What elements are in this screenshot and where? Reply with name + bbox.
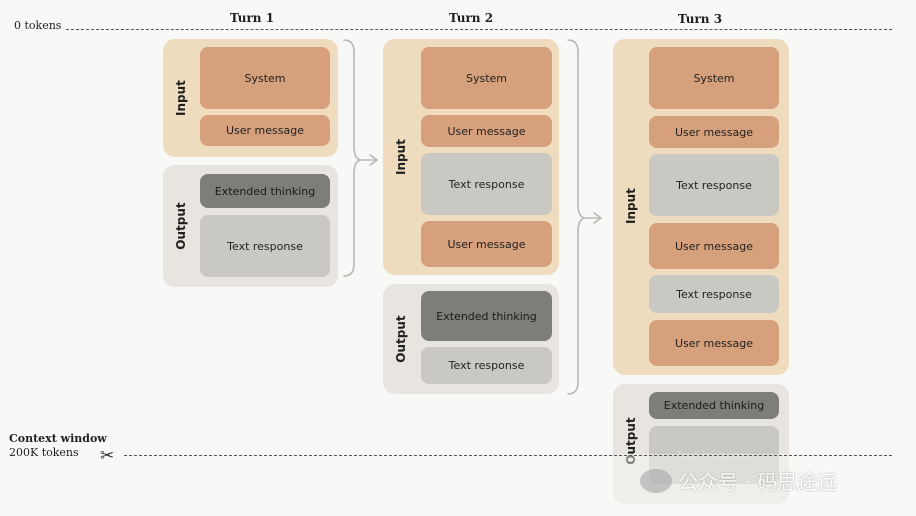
turn-3-title: Turn 3 [677, 12, 723, 26]
turn-3-user-message-block-1: User message [649, 116, 779, 148]
turn-2-bracket [567, 39, 587, 395]
context-window-line [124, 455, 892, 456]
turn-2-text-response-block-output: Text response [421, 347, 552, 384]
turn-2-extended-thinking-block: Extended thinking [421, 291, 552, 341]
turn-1-title: Turn 1 [229, 11, 275, 25]
watermark-text: 公众号 · 码思途远 [678, 470, 838, 494]
turn-2-title: Turn 2 [448, 11, 494, 25]
turn-2-system-block: System [421, 47, 552, 109]
turn-1-input-panel: Input System User message [163, 39, 338, 157]
turn-3-text-response-block-1: Text response [649, 154, 779, 216]
watermark: 公众号 · 码思途远 [640, 466, 837, 495]
turn-3-extended-thinking-block: Extended thinking [649, 392, 779, 419]
turn-1-user-message-block: User message [200, 115, 330, 146]
turn-3-user-message-block-2: User message [649, 223, 779, 269]
turn-3-system-block: System [649, 47, 779, 109]
zero-tokens-line [66, 29, 892, 30]
turn-1-arrow-head [369, 154, 379, 166]
turn-1-system-block: System [200, 47, 330, 109]
wechat-icon [640, 468, 672, 493]
turn-2-text-response-block: Text response [421, 153, 552, 215]
turn-1-bracket [343, 39, 363, 277]
turn-1-extended-thinking-block: Extended thinking [200, 174, 330, 208]
zero-tokens-label: 0 tokens [14, 19, 62, 32]
turn-2-output-panel: Output Extended thinking Text response [383, 284, 559, 394]
turn-2-input-panel: Input System User message Text response … [383, 39, 559, 275]
turn-2-arrow-head [593, 212, 603, 224]
scissors-icon: ✂ [100, 446, 115, 466]
turn-3-text-response-block-2: Text response [649, 275, 779, 313]
turn-2-user-message-block-2: User message [421, 221, 552, 267]
turn-2-user-message-block-1: User message [421, 115, 552, 147]
turn-1-text-response-block: Text response [200, 215, 330, 277]
context-window-size: 200K tokens [9, 446, 79, 459]
turn-1-output-panel: Output Extended thinking Text response [163, 165, 338, 287]
turn-3-user-message-block-3: User message [649, 320, 779, 366]
context-window-title: Context window [9, 432, 107, 445]
turn-3-input-panel: Input System User message Text response … [613, 39, 789, 375]
